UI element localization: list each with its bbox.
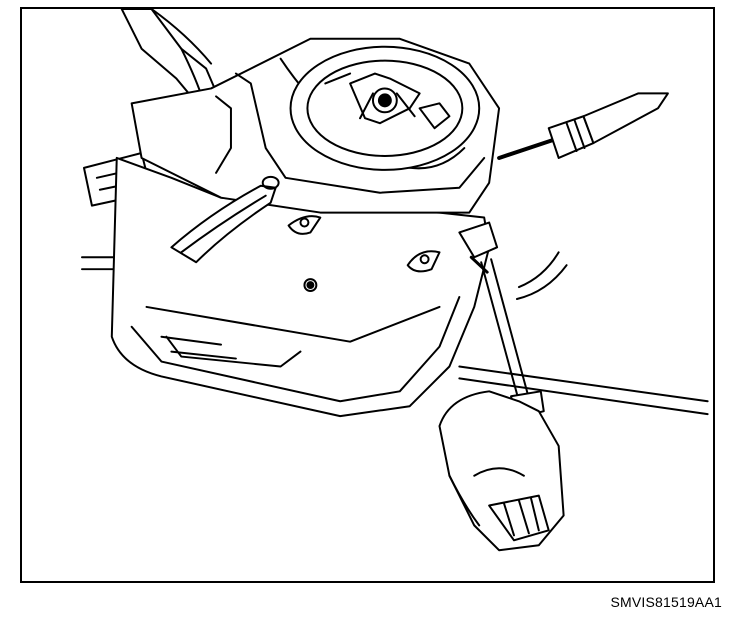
turn-signal-lever <box>497 92 669 160</box>
figure-caption: SMVIS81519AA1 <box>610 594 722 610</box>
illustration-frame <box>20 7 715 583</box>
shroud-features <box>170 175 499 293</box>
hand <box>438 390 565 552</box>
steering-shaft-hub <box>289 45 481 171</box>
motion-arcs <box>515 251 568 300</box>
steering-column-illustration <box>81 9 709 552</box>
